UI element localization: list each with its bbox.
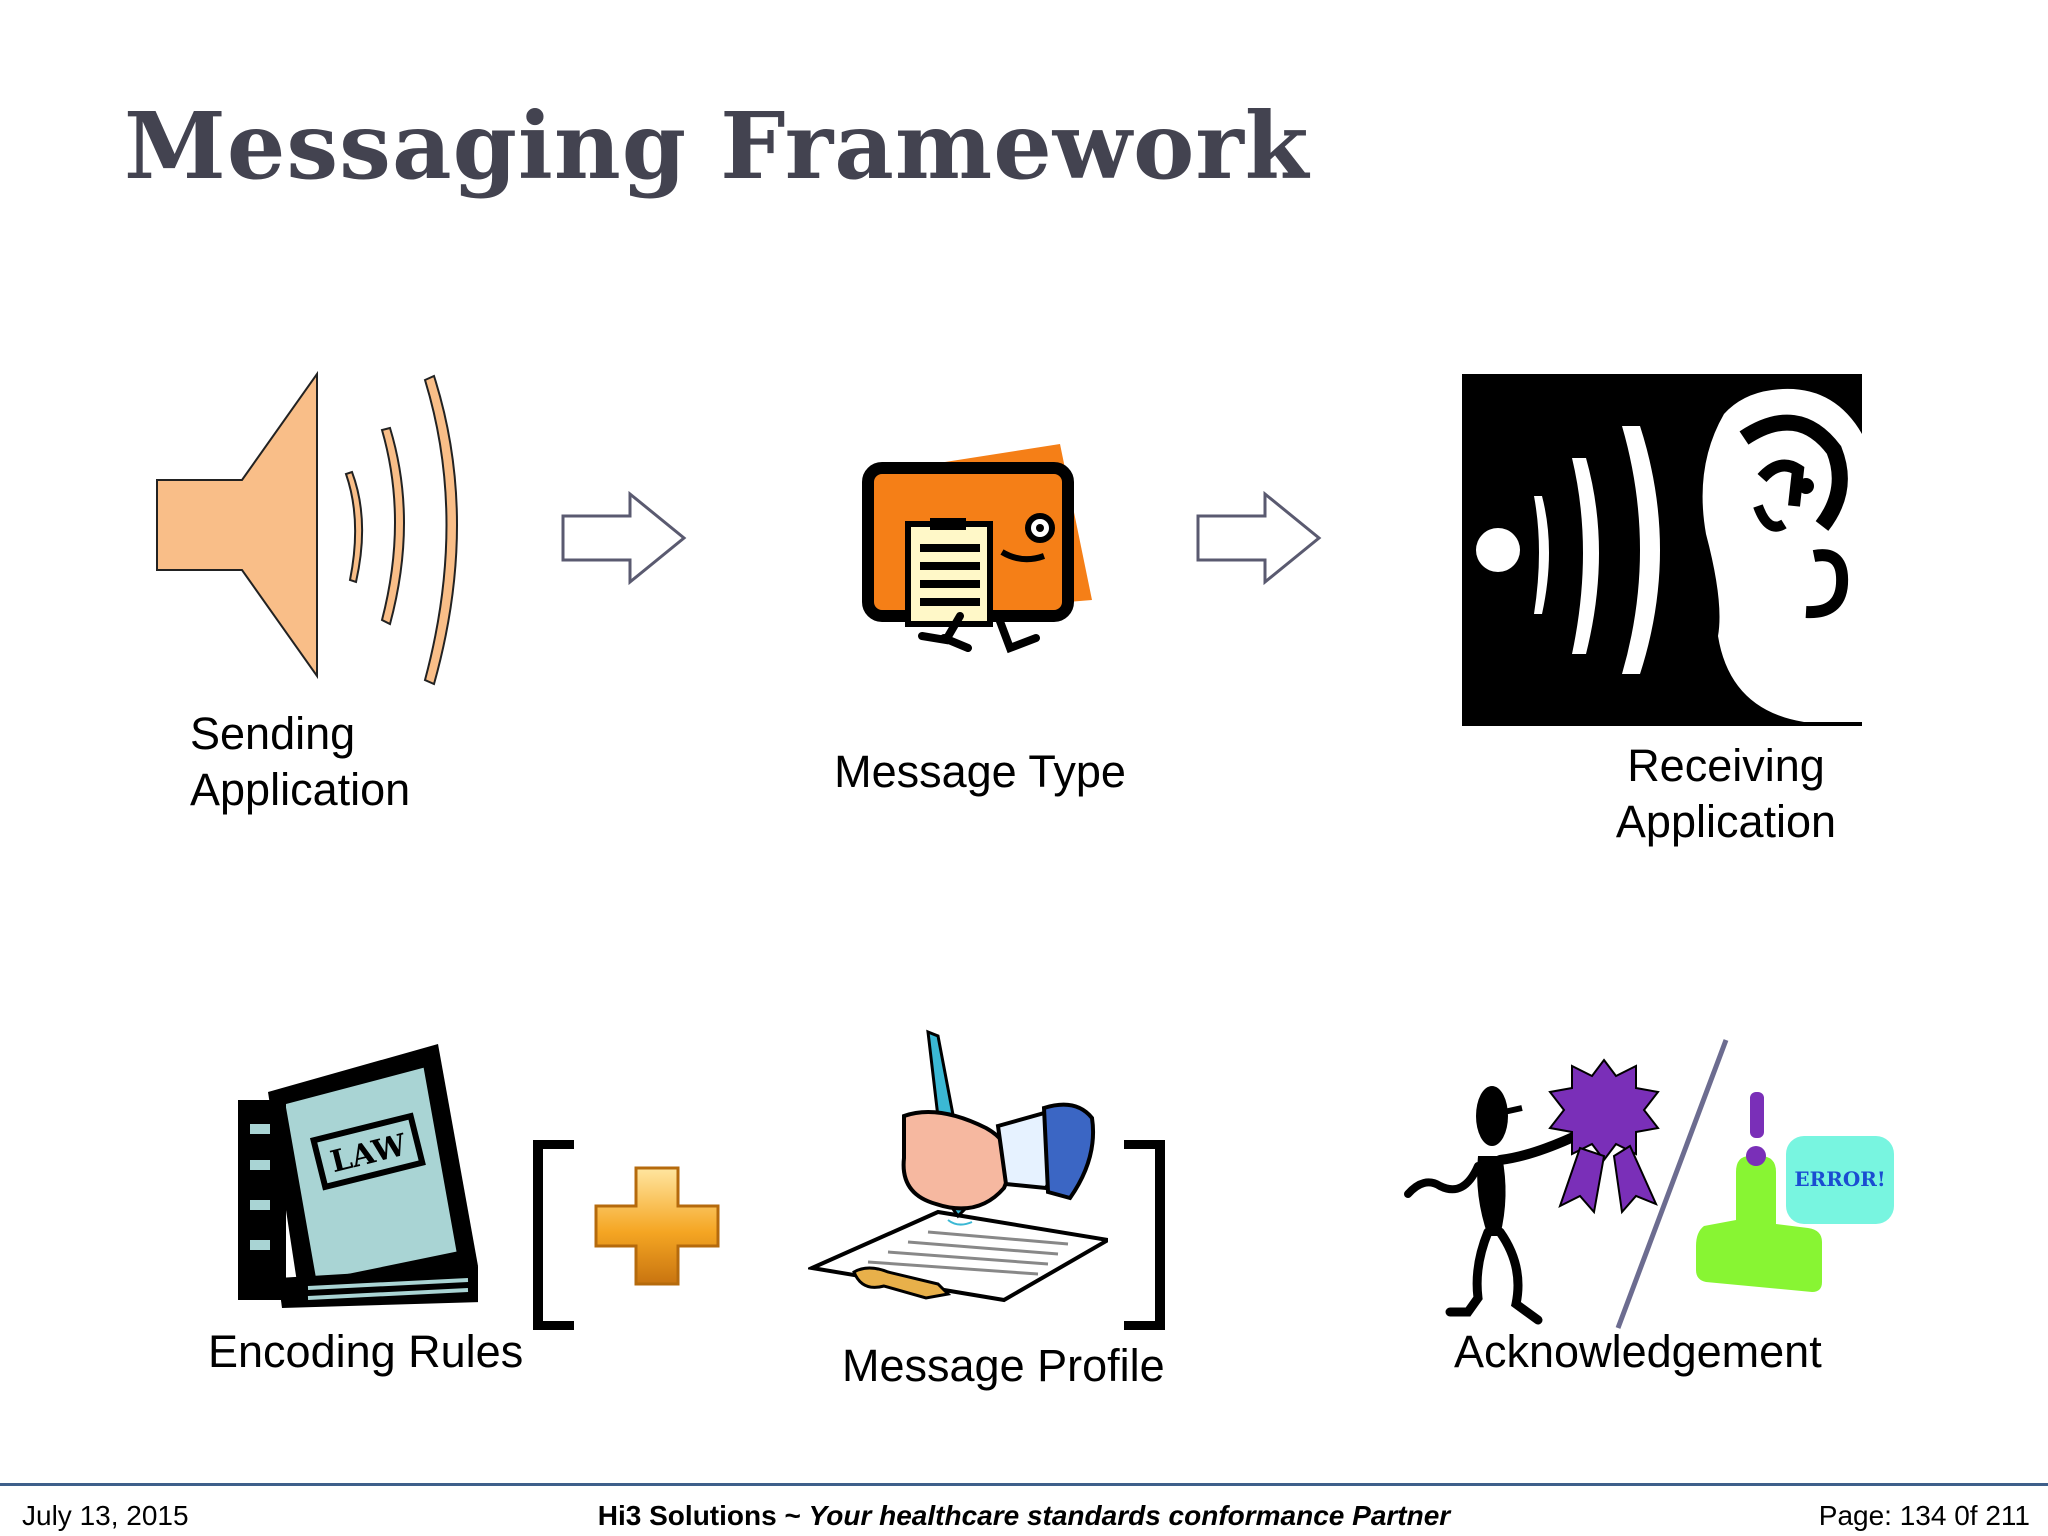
signing-hand-icon bbox=[808, 1028, 1108, 1304]
error-text: ERROR! bbox=[1794, 1167, 1885, 1191]
receiving-application-label: Receiving Application bbox=[1536, 738, 1916, 850]
encoding-rules-label: Encoding Rules bbox=[208, 1326, 524, 1377]
law-book-icon: LAW bbox=[238, 1040, 478, 1308]
sending-application-label: Sending Application bbox=[190, 706, 410, 818]
message-profile-label: Message Profile bbox=[842, 1340, 1165, 1391]
right-arrow-icon bbox=[560, 490, 690, 586]
message-type-label: Message Type bbox=[834, 746, 1126, 797]
right-arrow-icon bbox=[1195, 490, 1325, 586]
footer-page-number: Page: 134 0f 211 bbox=[1818, 1500, 2030, 1531]
speaker-icon bbox=[150, 370, 480, 690]
acknowledgement-label: Acknowledgement bbox=[1454, 1326, 1822, 1377]
footer-divider bbox=[0, 1483, 2048, 1486]
right-bracket-icon bbox=[1120, 1140, 1170, 1330]
left-bracket-icon bbox=[528, 1140, 578, 1330]
plus-icon bbox=[592, 1164, 722, 1288]
acknowledgement-icon: ERROR! bbox=[1404, 1036, 1898, 1334]
receiving-label-line1: Receiving bbox=[1627, 740, 1825, 791]
footer-company: Hi3 Solutions ~ bbox=[597, 1500, 809, 1531]
sending-label-line2: Application bbox=[190, 764, 411, 815]
ear-listening-icon bbox=[1462, 374, 1862, 726]
slide-title: Messaging Framework bbox=[124, 92, 1310, 200]
message-character-icon bbox=[860, 440, 1100, 665]
footer-date: July 13, 2015 bbox=[22, 1500, 189, 1531]
sending-label-line1: Sending bbox=[190, 708, 356, 759]
footer-tagline-text: Your healthcare standards conformance Pa… bbox=[808, 1500, 1451, 1531]
footer-tagline: Hi3 Solutions ~ Your healthcare standard… bbox=[0, 1500, 2048, 1532]
receiving-label-line2: Application bbox=[1615, 796, 1837, 847]
